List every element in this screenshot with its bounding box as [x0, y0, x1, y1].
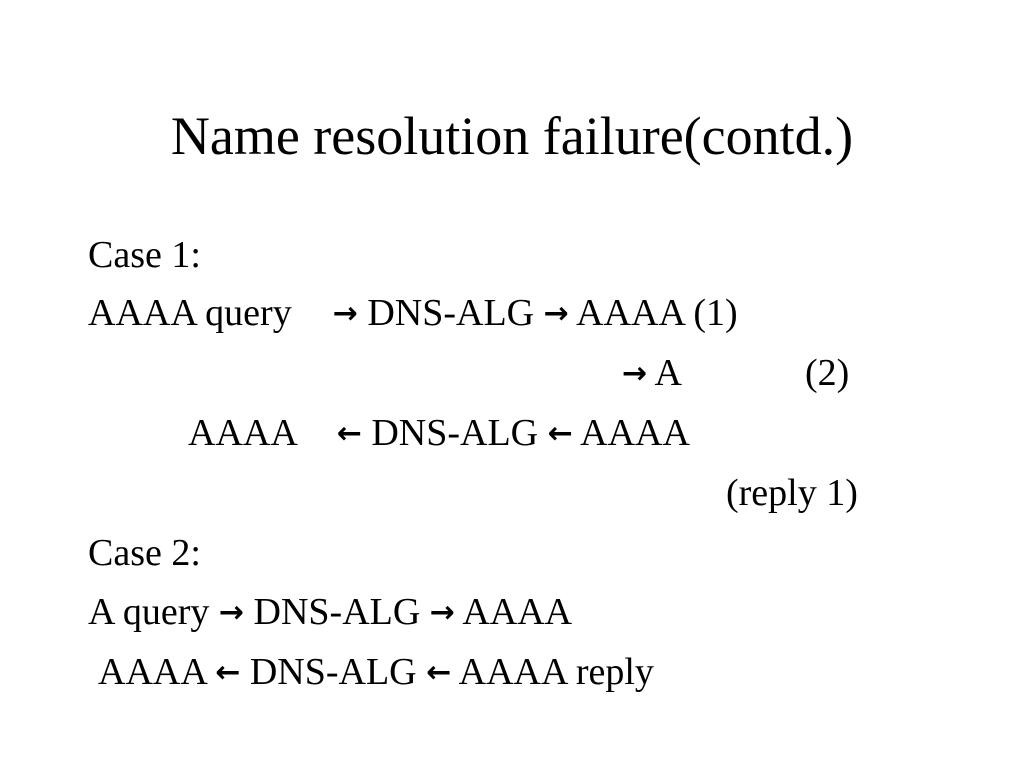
- case1-heading: Case 1:: [88, 234, 201, 276]
- case1-reply-note: (reply 1): [726, 472, 858, 514]
- slide-title: Name resolution failure(contd.): [170, 106, 854, 166]
- case1-reply-line: AAAA ← DNS-ALG ← AAAA: [188, 411, 690, 456]
- case1-aaaa-1-text: AAAA (1): [576, 292, 738, 334]
- case2-reply-final-text: AAAA reply: [458, 651, 654, 693]
- case1-reply-alg-text: DNS-ALG: [371, 412, 539, 454]
- case2-heading: Case 2:: [88, 532, 201, 574]
- case1-a-text: A: [654, 352, 682, 394]
- case2-aaaa-text: AAAA: [462, 591, 573, 633]
- case2-reply-line: AAAA ← DNS-ALG ← AAAA reply: [98, 650, 654, 695]
- left-arrow-icon: ←: [336, 416, 362, 451]
- case2-reply-alg-text: DNS-ALG: [249, 651, 417, 693]
- right-arrow-icon: →: [622, 356, 648, 391]
- right-arrow-icon: →: [543, 296, 569, 331]
- case2-alg-text: DNS-ALG: [253, 591, 421, 633]
- right-arrow-icon: →: [429, 595, 455, 630]
- left-arrow-icon: ←: [215, 655, 241, 690]
- left-arrow-icon: ←: [547, 416, 573, 451]
- case1-alg-text: DNS-ALG: [367, 292, 535, 334]
- case1-a-number: (2): [805, 352, 850, 394]
- case1-reply-aaaa-text: AAAA: [188, 412, 296, 454]
- case1-query-text: AAAA query: [88, 292, 292, 334]
- case1-query-line: AAAA query → DNS-ALG → AAAA (1): [88, 291, 738, 336]
- left-arrow-icon: ←: [426, 655, 452, 690]
- case2-query-text: A query: [88, 591, 210, 633]
- case1-a-line: → A: [622, 351, 682, 396]
- right-arrow-icon: →: [218, 595, 245, 630]
- case2-reply-aaaa-text: AAAA: [98, 651, 206, 693]
- right-arrow-icon: →: [332, 296, 358, 331]
- case2-query-line: A query → DNS-ALG → AAAA: [88, 590, 572, 635]
- case1-reply-aaaa2-text: AAAA: [580, 412, 690, 454]
